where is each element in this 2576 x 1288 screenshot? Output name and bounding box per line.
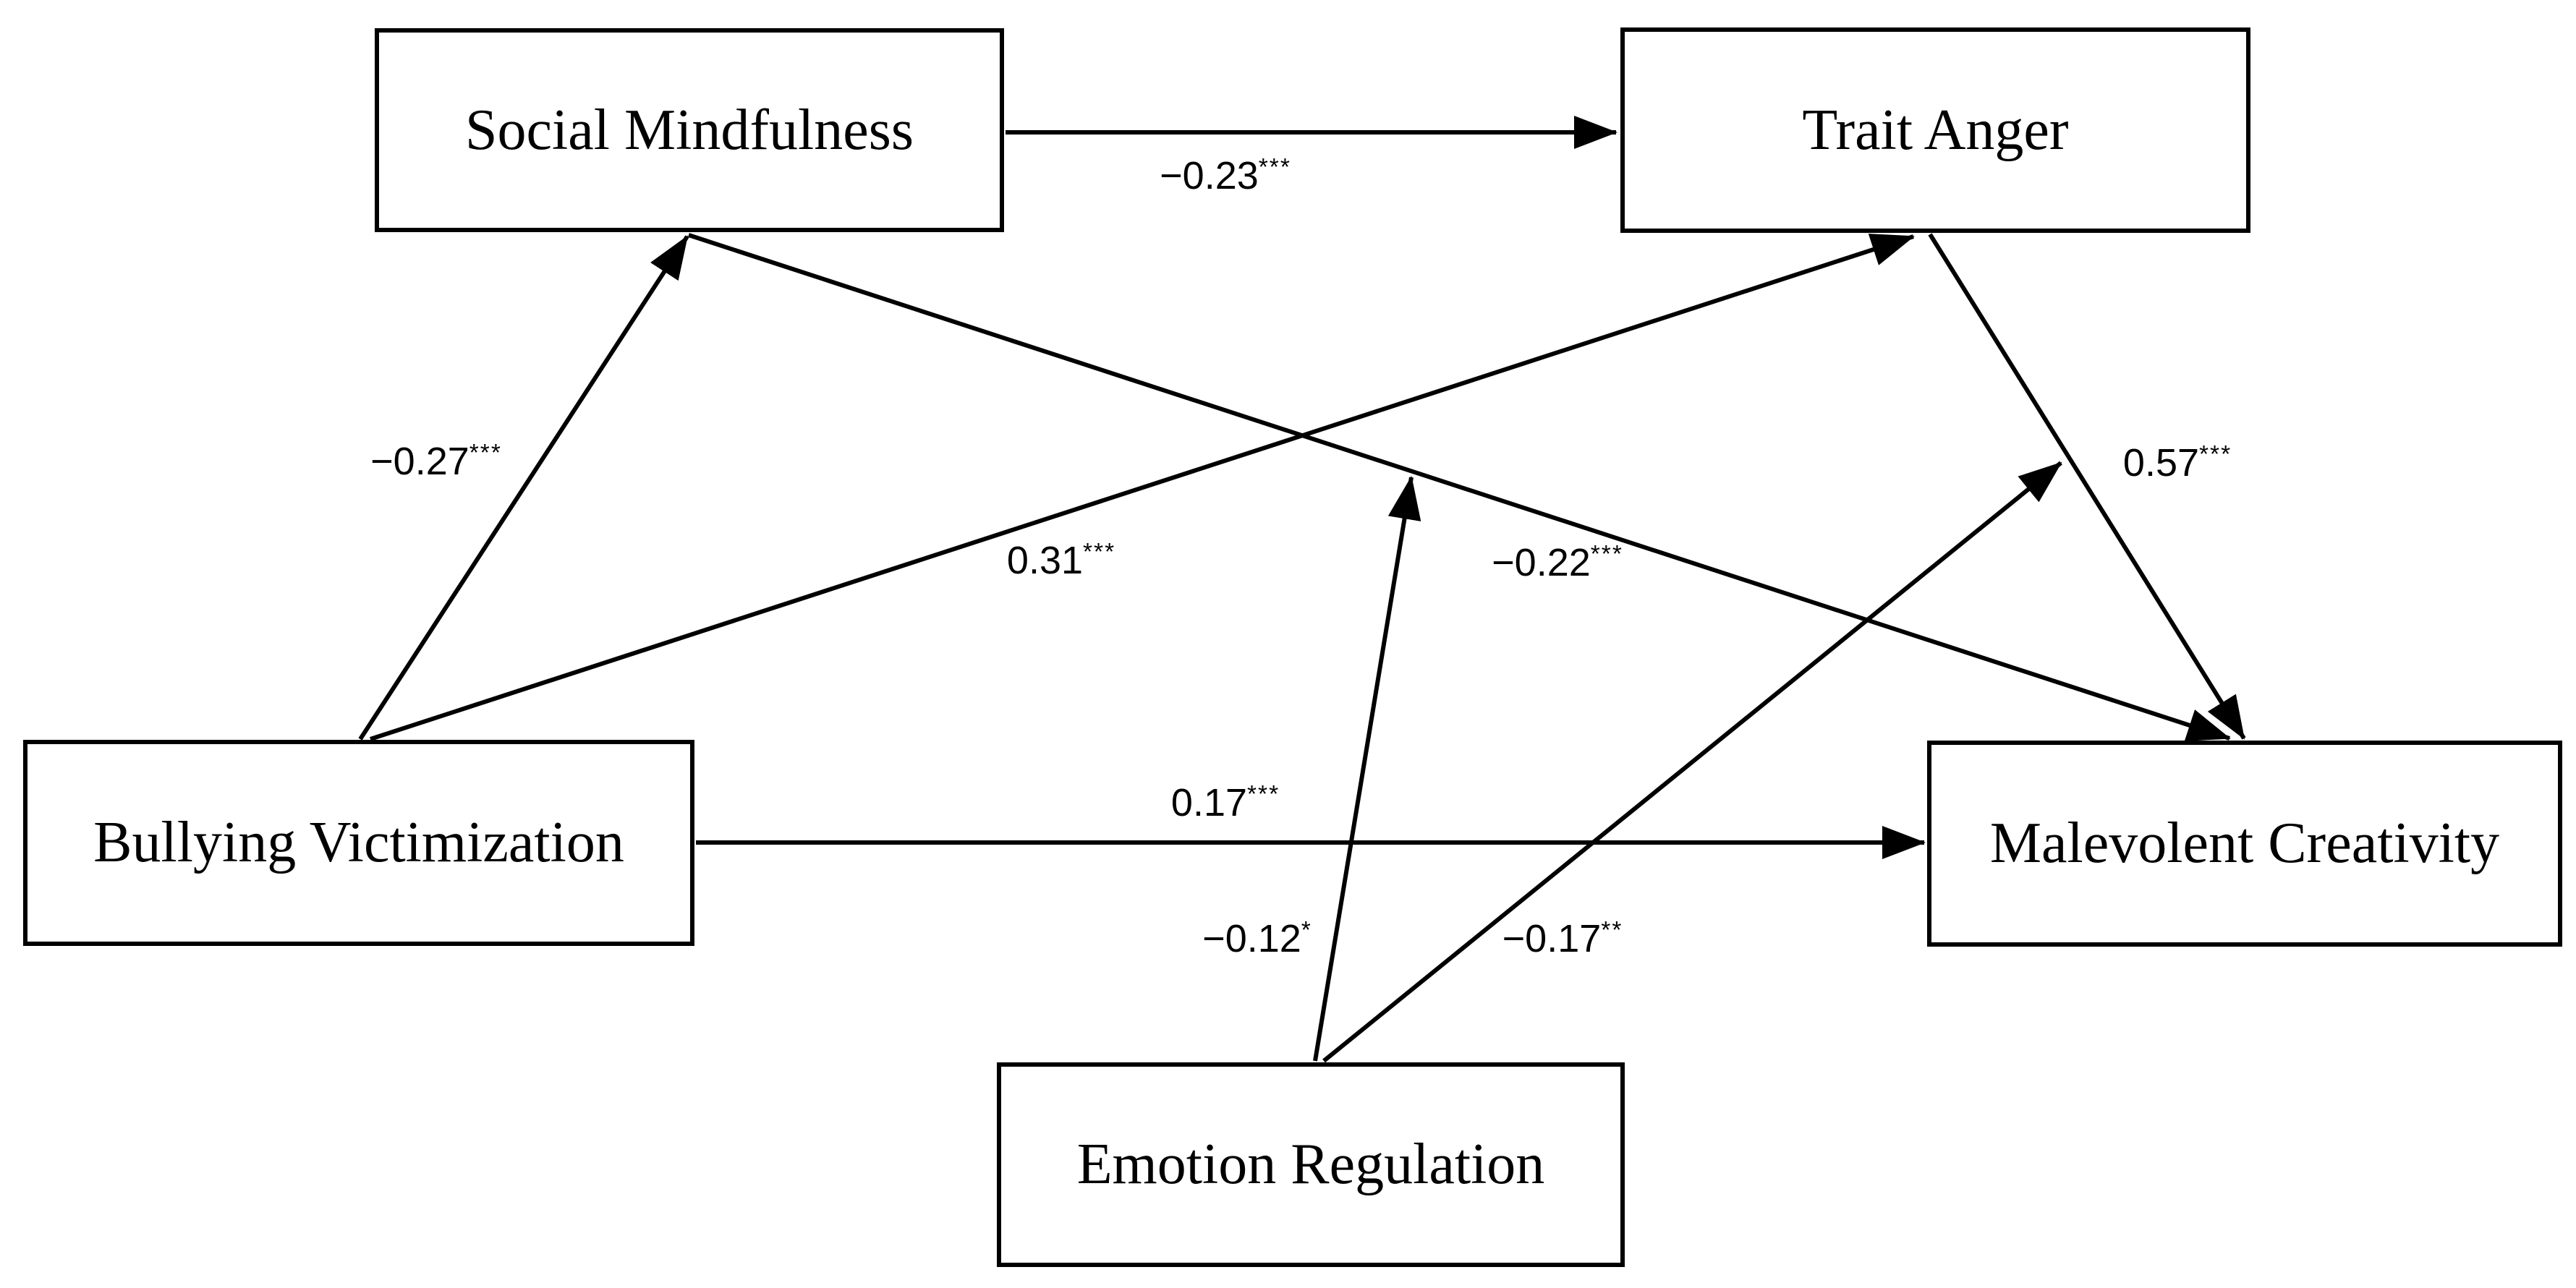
node-trait-anger: Trait Anger <box>1620 27 2250 233</box>
arrow-bullying-victimization-to-social-mindfulness <box>358 235 689 741</box>
node-label: Social Mindfulness <box>465 98 914 162</box>
coefficient-stars: *** <box>469 440 502 466</box>
coefficient-value: −0.22 <box>1492 541 1591 584</box>
arrow-emotion-regulation-to-sm-mc-path <box>1313 476 1421 1062</box>
node-label: Trait Anger <box>1802 98 2069 162</box>
node-label: Bullying Victimization <box>93 811 624 874</box>
coefficient-stars: *** <box>1258 154 1291 181</box>
coefficient-value: −0.27 <box>370 440 469 483</box>
coefficient-bv-to-ta: 0.31*** <box>1007 538 1115 583</box>
coefficient-stars: *** <box>1590 541 1623 568</box>
node-bullying-victimization: Bullying Victimization <box>23 740 694 946</box>
arrow-emotion-regulation-to-ta-mc-path <box>1322 461 2062 1063</box>
coefficient-stars: * <box>1301 917 1312 944</box>
node-label: Malevolent Creativity <box>1989 811 2500 875</box>
coefficient-stars: *** <box>1247 781 1280 808</box>
node-label: Emotion Regulation <box>1076 1133 1545 1196</box>
coefficient-value: −0.23 <box>1160 154 1259 197</box>
node-social-mindfulness: Social Mindfulness <box>375 28 1004 232</box>
coefficient-value: −0.17 <box>1502 917 1602 960</box>
node-emotion-regulation: Emotion Regulation <box>997 1062 1625 1267</box>
node-malevolent-creativity: Malevolent Creativity <box>1927 741 2562 947</box>
coefficient-bv-to-mc: 0.17*** <box>1171 780 1280 825</box>
coefficient-er-moderation-ta-mc: −0.17** <box>1502 916 1623 961</box>
coefficient-stars: ** <box>1601 917 1623 944</box>
coefficient-stars: *** <box>1083 539 1116 566</box>
coefficient-value: 0.31 <box>1006 539 1084 582</box>
arrow-trait-anger-to-malevolent-creativity <box>1928 233 2246 740</box>
coefficient-value: −0.12 <box>1202 917 1301 960</box>
arrow-bullying-victimization-to-trait-anger <box>370 234 1915 741</box>
coefficient-ta-to-mc: 0.57*** <box>2123 440 2232 485</box>
coefficient-er-moderation-sm-mc: −0.12* <box>1202 916 1312 961</box>
arrow-social-mindfulness-to-malevolent-creativity <box>688 233 2231 741</box>
coefficient-value: 0.17 <box>1170 781 1248 824</box>
coefficient-sm-to-ta: −0.23*** <box>1160 153 1291 198</box>
coefficient-sm-to-mc: −0.22*** <box>1492 540 1623 585</box>
coefficient-stars: *** <box>2199 441 2232 468</box>
coefficient-bv-to-sm: −0.27*** <box>370 439 502 484</box>
coefficient-value: 0.57 <box>2122 441 2200 485</box>
